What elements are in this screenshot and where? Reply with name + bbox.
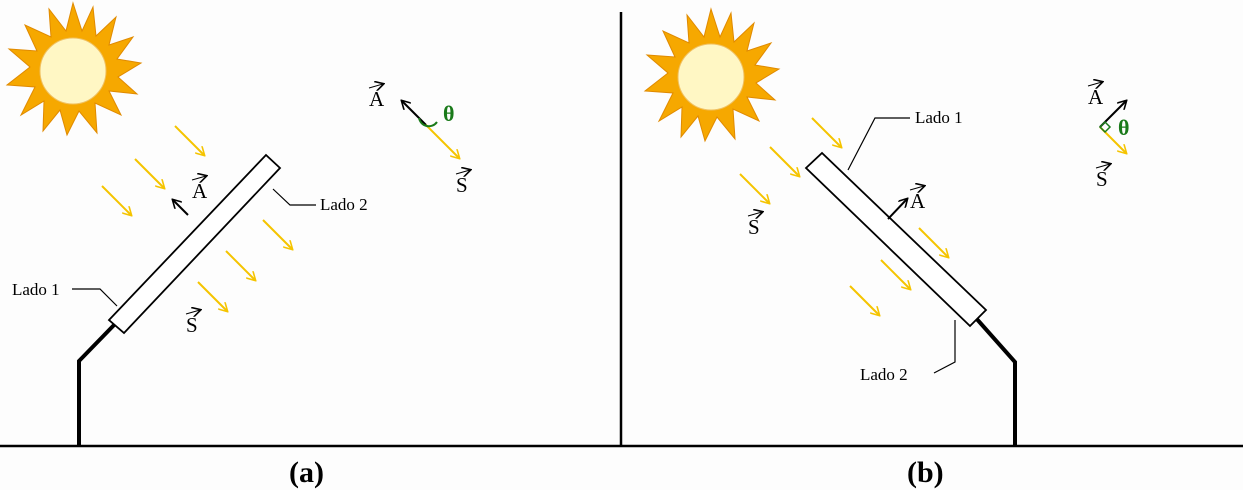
solar-panel <box>804 151 988 328</box>
vector-a-label: A <box>192 179 208 203</box>
lado2-leader <box>933 320 956 374</box>
theta-label: θ <box>443 101 454 126</box>
angle-legend: A θ S <box>1087 82 1129 191</box>
vector-a-overarrow <box>191 176 206 180</box>
vector-s-label: S <box>186 313 198 337</box>
lado2-label: Lado 2 <box>320 195 368 214</box>
lado2-label: Lado 2 <box>860 365 908 384</box>
panel-stand <box>77 322 117 446</box>
vector-a-label: A <box>910 189 926 213</box>
caption-b: (b) <box>907 456 944 489</box>
lado1-leader <box>847 117 910 171</box>
lado2-leader <box>272 188 316 206</box>
sun-icon <box>643 7 781 143</box>
legend-s-label: S <box>456 173 468 197</box>
vector-s-overarrow <box>747 212 762 216</box>
caption-a: (a) <box>289 456 324 489</box>
area-vector-arrow <box>887 199 907 220</box>
angle-legend: A θ S <box>368 84 470 197</box>
solar-panel <box>107 153 282 335</box>
legend-a-label: A <box>369 87 385 111</box>
lado1-label: Lado 1 <box>12 280 60 299</box>
vector-s-overarrow <box>185 310 200 314</box>
panel-a: A S Lado 2 Lado 1 A θ S (a) <box>5 1 470 489</box>
theta-label: θ <box>1118 115 1129 140</box>
sun-icon <box>5 1 143 137</box>
light-rays <box>739 117 948 315</box>
light-rays <box>101 125 292 311</box>
vector-s-label: S <box>748 215 760 239</box>
area-vector-arrow <box>173 200 189 216</box>
lado1-label: Lado 1 <box>915 108 963 127</box>
legend-s-label: S <box>1096 167 1108 191</box>
panel-stand <box>973 315 1017 446</box>
legend-a-label: A <box>1088 85 1104 109</box>
panel-b: A S Lado 1 Lado 2 A θ S (b) <box>643 7 1129 489</box>
lado1-leader <box>72 288 118 307</box>
vector-a-overarrow <box>909 186 924 190</box>
